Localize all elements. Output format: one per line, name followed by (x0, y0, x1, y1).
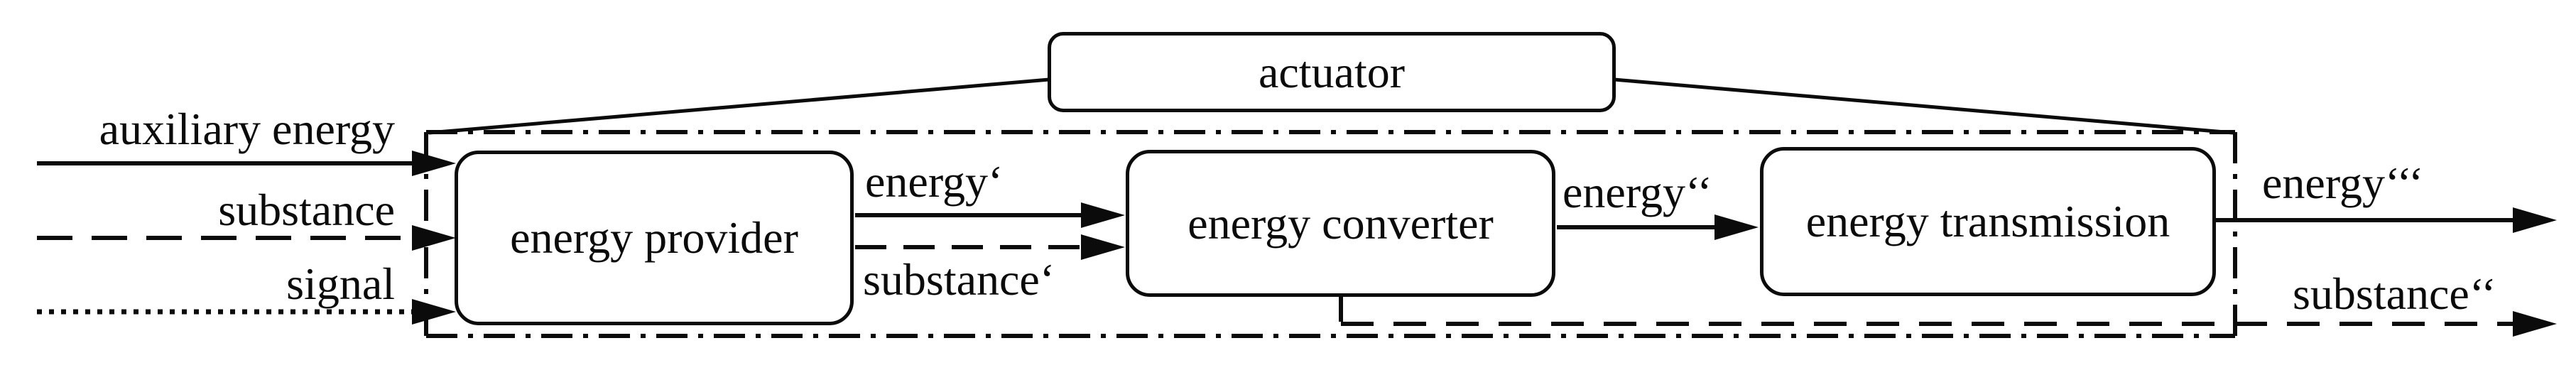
actuator-left-connector-line (428, 77, 1050, 135)
label-signal: signal (286, 259, 395, 309)
actuator-right-connector-line (1614, 77, 2234, 135)
label-auxiliary-energy: auxiliary energy (99, 104, 395, 154)
energy-prime-arrowhead (1081, 202, 1125, 228)
node-energy-converter-label: energy converter (1188, 197, 1494, 249)
node-energy-converter: energy converter (1126, 150, 1555, 297)
signal-arrowhead (412, 299, 456, 325)
node-energy-provider: energy provider (455, 151, 854, 325)
label-energy-prime: energy‘ (865, 156, 1004, 207)
label-energy-double-prime: energy‘‘ (1563, 167, 1712, 217)
node-energy-transmission: energy transmission (1760, 147, 2216, 296)
auxiliary-energy-arrowhead (412, 151, 456, 176)
label-substance-prime: substance‘ (863, 254, 1055, 305)
substance-prime-arrowhead (1081, 234, 1125, 260)
energy-triple-prime-arrowhead (2513, 207, 2557, 233)
label-substance: substance (218, 185, 395, 235)
node-energy-transmission-label: energy transmission (1805, 196, 2170, 246)
node-energy-provider-label: energy provider (510, 212, 798, 263)
label-energy-triple-prime: energy‘‘‘ (2262, 158, 2424, 208)
substance-arrowhead (412, 225, 456, 251)
energy-double-prime-arrowhead (1714, 214, 1759, 240)
label-substance-double-prime: substance‘‘ (2293, 268, 2496, 319)
substance-double-prime-arrowhead (2513, 311, 2557, 337)
node-actuator-label: actuator (1258, 46, 1406, 97)
node-actuator: actuator (1048, 32, 1616, 112)
